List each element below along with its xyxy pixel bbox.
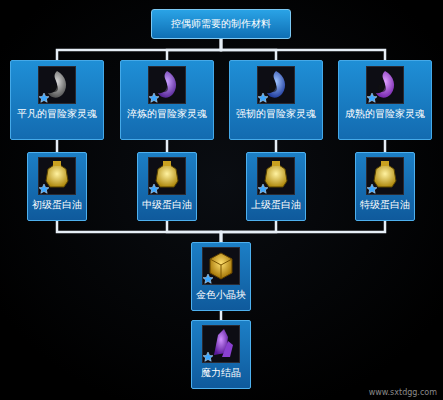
- material-box: 中级蛋白油: [137, 152, 197, 221]
- soul-box: 淬炼的冒险家灵魂: [120, 60, 214, 140]
- node-label: 淬炼的冒险家灵魂: [127, 108, 207, 120]
- node-label: 控偶师需要的制作材料: [171, 18, 271, 30]
- connector-line: [167, 221, 221, 242]
- item-icon: [202, 325, 240, 363]
- material-box: 金色小晶块: [191, 242, 251, 311]
- node-label: 上级蛋白油: [251, 199, 301, 211]
- soul-box: 平凡的冒险家灵魂: [10, 60, 104, 140]
- node-label: 初级蛋白油: [32, 199, 82, 211]
- connector-line: [166, 140, 169, 152]
- connector-line: [275, 140, 278, 152]
- watermark: www.sxtdgg.com: [369, 388, 437, 397]
- node-label: 成熟的冒险家灵魂: [345, 108, 425, 120]
- material-box: 上级蛋白油: [246, 152, 306, 221]
- item-icon: [257, 66, 295, 104]
- node-label: 中级蛋白油: [142, 199, 192, 211]
- soul-box: 成熟的冒险家灵魂: [338, 60, 432, 140]
- material-box: 魔力结晶: [191, 320, 251, 389]
- item-icon: [38, 157, 76, 195]
- node-label: 特级蛋白油: [360, 199, 410, 211]
- connector-line: [221, 221, 385, 242]
- item-icon: [148, 66, 186, 104]
- connector-line: [220, 311, 223, 320]
- material-box: 特级蛋白油: [355, 152, 415, 221]
- node-label: 强韧的冒险家灵魂: [236, 108, 316, 120]
- item-icon: [148, 157, 186, 195]
- connector-line: [384, 140, 387, 152]
- item-icon: [38, 66, 76, 104]
- node-label: 平凡的冒险家灵魂: [17, 108, 97, 120]
- connector-line: [221, 39, 385, 60]
- material-box: 初级蛋白油: [27, 152, 87, 221]
- item-icon: [366, 66, 404, 104]
- item-icon: [257, 157, 295, 195]
- node-label: 金色小晶块: [196, 289, 246, 301]
- item-icon: [202, 247, 240, 285]
- title-box: 控偶师需要的制作材料: [151, 9, 291, 39]
- connector-line: [57, 39, 221, 60]
- soul-box: 强韧的冒险家灵魂: [229, 60, 323, 140]
- node-label: 魔力结晶: [201, 367, 241, 379]
- item-icon: [366, 157, 404, 195]
- connector-line: [56, 140, 59, 152]
- connector-line: [167, 39, 221, 60]
- connector-line: [57, 221, 221, 242]
